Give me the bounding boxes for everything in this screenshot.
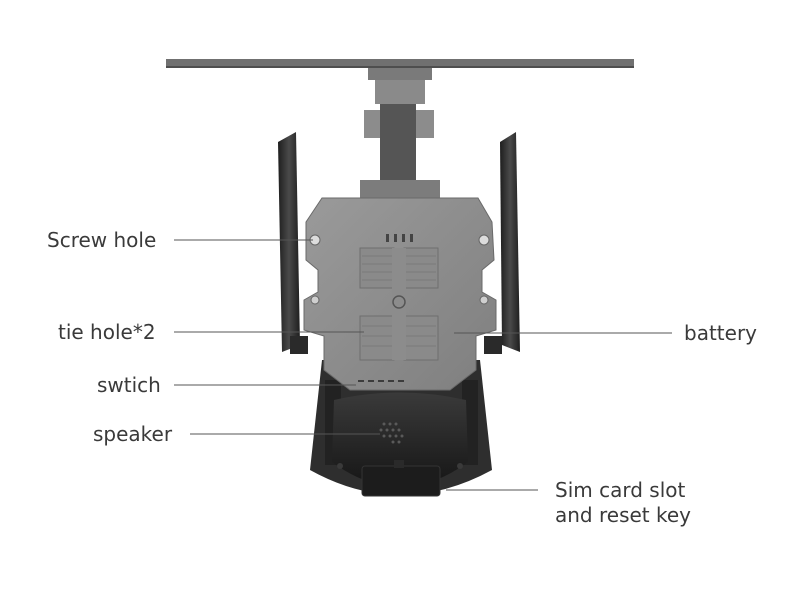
leader-lines (174, 239, 672, 491)
mount-bracket (360, 68, 440, 198)
label-sim-card: Sim card slot and reset key (555, 478, 691, 528)
label-sim-card-line1: Sim card slot (555, 478, 686, 502)
sim-card-slot (361, 465, 441, 497)
mounting-plate (303, 197, 497, 391)
label-tie-hole: tie hole*2 (58, 320, 156, 344)
label-sim-card-line2: and reset key (555, 503, 692, 527)
solar-panel (166, 59, 634, 68)
switch-slots (358, 380, 404, 382)
label-screw-hole: Screw hole (47, 228, 157, 252)
screw-hole-right (478, 234, 490, 246)
label-battery: battery (684, 321, 757, 345)
dome-housing (332, 392, 468, 497)
right-antenna (484, 132, 520, 354)
tie-hole-pads (359, 247, 439, 361)
label-speaker: speaker (93, 422, 173, 446)
label-switch: swtich (97, 373, 161, 397)
speaker-holes (379, 422, 404, 444)
left-antenna (278, 132, 308, 354)
